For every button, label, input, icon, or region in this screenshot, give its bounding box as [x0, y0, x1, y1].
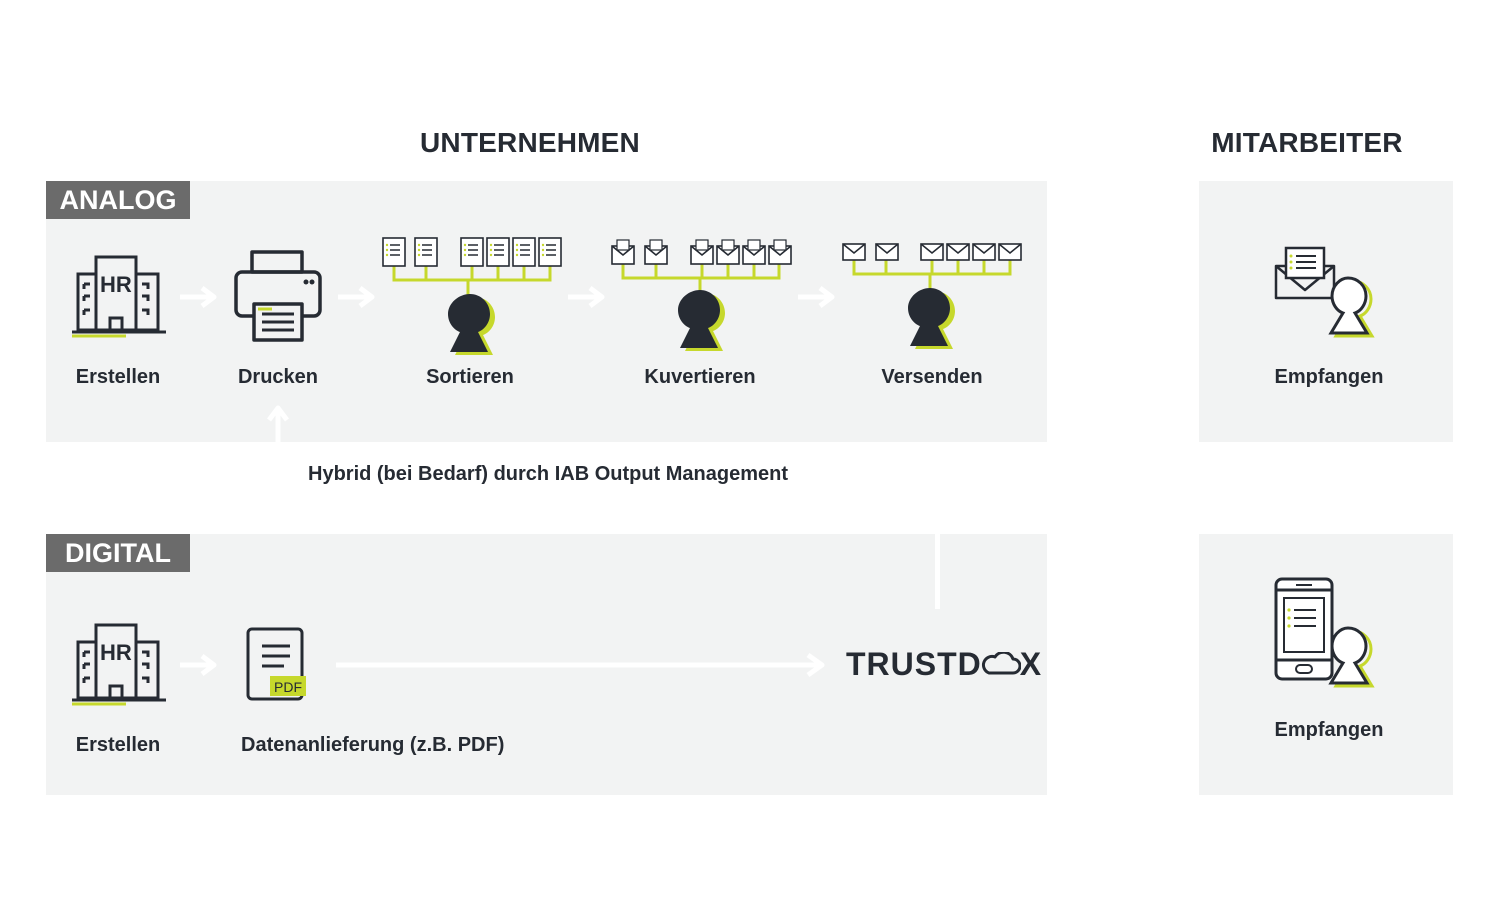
step-label-send: Versenden [881, 366, 983, 388]
heading-employee: MITARBEITER [1211, 127, 1403, 158]
arrow-right-icon [568, 286, 605, 308]
building-hr-badge: HR [100, 272, 132, 297]
building-icon: HR [72, 623, 166, 706]
step-label-envelope: Kuvertieren [644, 366, 756, 388]
digital-tag: DIGITAL [46, 534, 190, 572]
pdf-badge: PDF [274, 679, 302, 695]
pdf-document-icon: PDF [246, 627, 306, 701]
step-label-data-delivery: Datenanlieferung (z.B. PDF) [241, 734, 505, 756]
heading-company: UNTERNEHMEN [420, 127, 640, 158]
employee-analog-panel [1199, 181, 1453, 442]
step-label-create: Erstellen [75, 366, 161, 388]
arrow-long-right-icon [336, 652, 825, 678]
arrow-up-icon [267, 405, 289, 444]
employee-receive-label-analog: Empfangen [1274, 366, 1384, 388]
step-label-sort: Sortieren [426, 366, 514, 388]
envelope-stuffing-icon [611, 239, 792, 351]
sorting-icon [382, 237, 562, 355]
analog-tag: ANALOG [46, 181, 190, 219]
step-label-create-digital: Erstellen [75, 734, 161, 756]
analog-panel: ANALOG [46, 181, 1047, 442]
arrow-right-icon [338, 286, 375, 308]
logo-text-b: X [1019, 646, 1043, 682]
logo-text-a: TRUSTD [846, 646, 982, 682]
printer-icon [234, 250, 322, 342]
arrow-right-icon [798, 286, 835, 308]
hybrid-label: Hybrid (bei Bedarf) durch IAB Output Man… [308, 463, 789, 485]
employee-receive-label-digital: Empfangen [1274, 719, 1384, 741]
building-hr-badge: HR [100, 640, 132, 665]
sending-icon [842, 243, 1022, 349]
building-icon: HR [72, 255, 166, 338]
cloud-icon [981, 650, 1022, 675]
receive-phone-icon [1274, 577, 1375, 688]
trustdox-logo: TRUSTD X [846, 646, 1042, 683]
arrow-right-icon [180, 654, 217, 676]
arrow-right-icon [180, 286, 217, 308]
hybrid-connector-line [935, 534, 940, 609]
receive-letter-icon [1274, 246, 1375, 338]
step-label-print: Drucken [237, 366, 319, 388]
